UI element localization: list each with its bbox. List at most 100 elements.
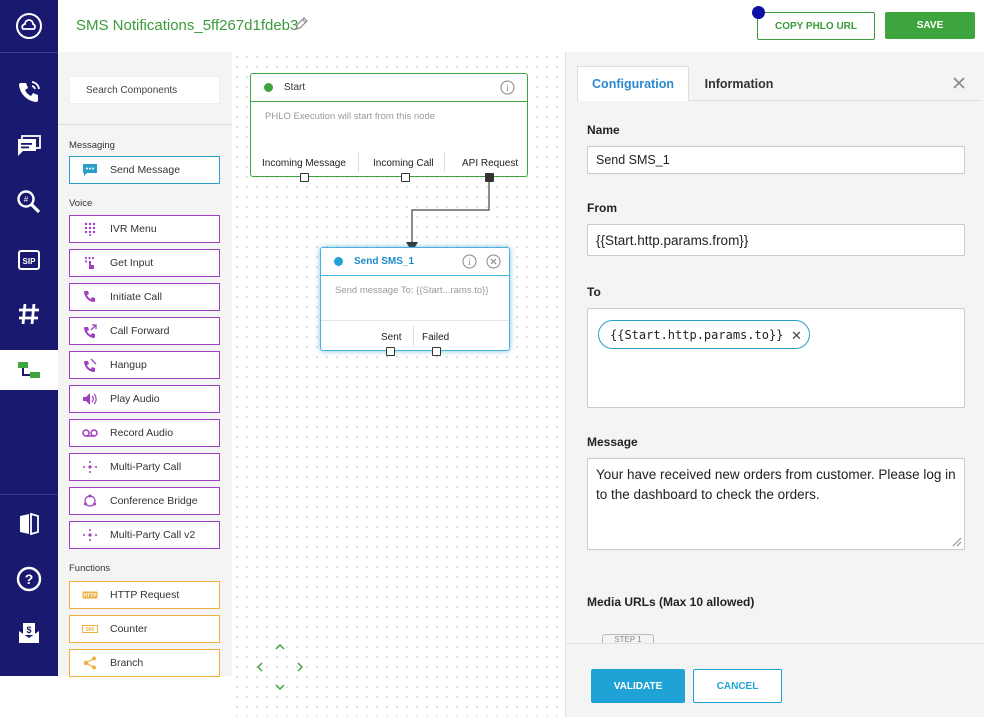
call-forward-icon bbox=[70, 324, 110, 338]
resize-grip-icon[interactable] bbox=[950, 535, 962, 547]
pan-right-icon[interactable] bbox=[291, 658, 309, 676]
config-footer: VALIDATE CANCEL bbox=[566, 643, 984, 717]
save-button[interactable]: SAVE bbox=[885, 12, 975, 39]
message-label: Message bbox=[587, 435, 638, 449]
to-input[interactable]: {{Start.http.params.to}} ✕ bbox=[587, 308, 965, 408]
node-title: Start bbox=[284, 82, 306, 93]
port-sent[interactable] bbox=[386, 347, 395, 356]
touch-icon bbox=[70, 256, 110, 270]
close-icon[interactable] bbox=[952, 76, 966, 90]
hash-icon[interactable] bbox=[0, 294, 58, 334]
phlo-icon[interactable] bbox=[0, 350, 58, 390]
component-call-forward[interactable]: Call Forward bbox=[69, 317, 220, 345]
close-icon[interactable] bbox=[486, 254, 501, 269]
component-counter[interactable]: 000 Counter bbox=[69, 615, 220, 643]
svg-text:HTTP: HTTP bbox=[83, 593, 97, 599]
search-numbers-icon[interactable]: # bbox=[0, 182, 58, 222]
copy-phlo-url-button[interactable]: COPY PHLO URL bbox=[757, 12, 875, 40]
port-label-incoming-call: Incoming Call bbox=[373, 158, 434, 169]
from-label: From bbox=[587, 201, 617, 215]
from-input[interactable]: {{Start.http.params.from}} bbox=[587, 224, 965, 256]
counter-icon: 000 bbox=[70, 625, 110, 633]
port-label-incoming-message: Incoming Message bbox=[262, 158, 346, 169]
cancel-button[interactable]: CANCEL bbox=[693, 669, 782, 703]
component-branch[interactable]: Branch bbox=[69, 649, 220, 677]
component-multi-party-call-v2[interactable]: Multi-Party Call v2 bbox=[69, 521, 220, 549]
component-http-request[interactable]: HTTP HTTP Request bbox=[69, 581, 220, 609]
tab-configuration[interactable]: Configuration bbox=[577, 66, 689, 101]
port-label-failed: Failed bbox=[422, 332, 450, 343]
flow-title[interactable]: SMS Notifications_5ff267d1fdeb3 bbox=[76, 17, 299, 34]
port-failed[interactable] bbox=[432, 347, 441, 356]
phone-icon bbox=[70, 290, 110, 304]
sip-icon[interactable]: SIP bbox=[0, 240, 58, 280]
voicemail-icon bbox=[70, 428, 110, 438]
node-title: Send SMS_1 bbox=[354, 256, 415, 267]
media-urls-label: Media URLs (Max 10 allowed) bbox=[587, 595, 755, 609]
component-palette: Search Components Messaging Send Message… bbox=[58, 52, 232, 677]
message-textarea[interactable]: Your have received new orders from custo… bbox=[587, 458, 965, 550]
pan-left-icon[interactable] bbox=[251, 658, 269, 676]
node-description: PHLO Execution will start from this node bbox=[265, 111, 436, 122]
port-incoming-message[interactable] bbox=[300, 173, 309, 182]
component-ivr-menu[interactable]: IVR Menu bbox=[69, 215, 220, 243]
http-icon: HTTP bbox=[70, 591, 110, 599]
component-get-input[interactable]: Get Input bbox=[69, 249, 220, 277]
remove-chip-icon[interactable]: ✕ bbox=[791, 328, 802, 343]
port-incoming-call[interactable] bbox=[401, 173, 410, 182]
config-panel: Configuration Information Name Send SMS_… bbox=[565, 52, 984, 717]
name-input[interactable]: Send SMS_1 bbox=[587, 146, 965, 174]
pencil-icon[interactable] bbox=[294, 17, 308, 31]
voice-call-icon[interactable] bbox=[0, 72, 58, 112]
svg-text:?: ? bbox=[25, 571, 34, 587]
component-send-message[interactable]: Send Message bbox=[69, 156, 220, 184]
help-icon[interactable]: ? bbox=[0, 559, 58, 599]
svg-text:$: $ bbox=[26, 625, 31, 635]
notification-dot bbox=[752, 6, 765, 19]
hangup-icon bbox=[70, 358, 110, 372]
flow-canvas[interactable]: Start i PHLO Execution will start from t… bbox=[232, 52, 565, 717]
info-icon[interactable]: i bbox=[500, 80, 515, 95]
port-label-sent: Sent bbox=[381, 332, 402, 343]
validate-button[interactable]: VALIDATE bbox=[591, 669, 685, 703]
info-icon[interactable]: i bbox=[462, 254, 477, 269]
component-play-audio[interactable]: Play Audio bbox=[69, 385, 220, 413]
name-label: Name bbox=[587, 123, 620, 137]
step-tag: STEP 1 bbox=[602, 634, 654, 644]
docs-icon[interactable] bbox=[0, 504, 58, 544]
component-initiate-call[interactable]: Initiate Call bbox=[69, 283, 220, 311]
multi-party-v2-icon bbox=[70, 529, 110, 541]
keypad-icon bbox=[70, 222, 110, 236]
port-label-api-request: API Request bbox=[462, 158, 519, 169]
component-conference-bridge[interactable]: Conference Bridge bbox=[69, 487, 220, 515]
pan-down-icon[interactable] bbox=[271, 678, 289, 696]
svg-text:000: 000 bbox=[86, 627, 95, 633]
left-nav: # SIP ? $ bbox=[0, 0, 58, 676]
to-label: To bbox=[587, 285, 601, 299]
group-voice: Voice bbox=[69, 198, 93, 209]
cloud-logo-icon[interactable] bbox=[0, 6, 58, 46]
component-multi-party-call[interactable]: Multi-Party Call bbox=[69, 453, 220, 481]
pan-up-icon[interactable] bbox=[271, 638, 289, 656]
node-description: Send message To: {{Start...rams.to}} bbox=[335, 285, 489, 296]
status-dot bbox=[334, 257, 343, 266]
component-hangup[interactable]: Hangup bbox=[69, 351, 220, 379]
search-components-input[interactable]: Search Components bbox=[69, 76, 220, 104]
status-dot bbox=[264, 83, 273, 92]
branch-icon bbox=[70, 656, 110, 670]
tab-information[interactable]: Information bbox=[704, 76, 774, 91]
group-messaging: Messaging bbox=[69, 140, 115, 151]
to-recipient-chip: {{Start.http.params.to}} ✕ bbox=[598, 320, 810, 349]
speaker-icon bbox=[70, 392, 110, 406]
svg-text:i: i bbox=[506, 83, 509, 93]
messaging-icon[interactable] bbox=[0, 127, 58, 167]
billing-icon[interactable]: $ bbox=[0, 613, 58, 653]
send-sms-node[interactable]: Send SMS_1 i Send message To: {{Start...… bbox=[320, 247, 510, 356]
port-api-request[interactable] bbox=[485, 173, 494, 182]
multi-party-icon bbox=[70, 461, 110, 473]
component-record-audio[interactable]: Record Audio bbox=[69, 419, 220, 447]
svg-text:i: i bbox=[468, 257, 471, 267]
top-header: SMS Notifications_5ff267d1fdeb3 COPY PHL… bbox=[58, 0, 984, 52]
svg-text:#: # bbox=[24, 195, 29, 204]
start-node[interactable]: Start i PHLO Execution will start from t… bbox=[250, 73, 528, 182]
